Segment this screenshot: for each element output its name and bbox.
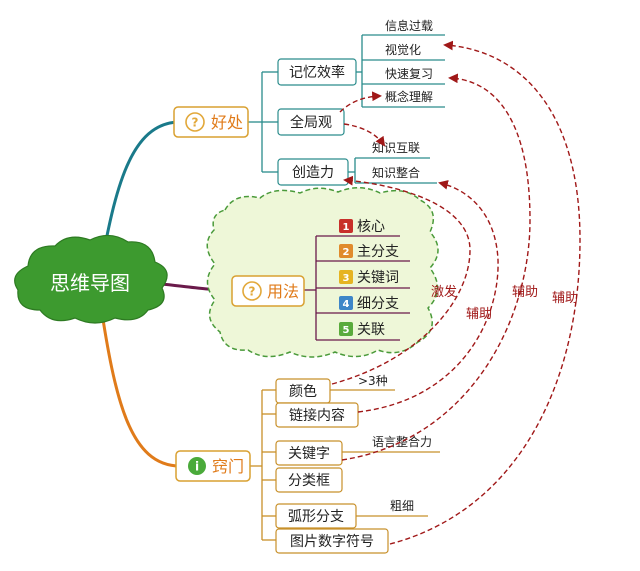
usage-cloud-frame [206,187,439,358]
root-cloud[interactable] [14,234,168,324]
tip-keyword[interactable] [275,440,343,466]
svg-text:4: 4 [343,299,350,310]
svg-text:关键字: 关键字 [288,446,330,462]
svg-text:链接内容: 链接内容 [289,407,345,424]
svg-text:核心: 核心 [357,219,385,235]
relation-label-assist-2: 辅助 [512,285,538,300]
node-creativity-label: 创造力 [292,165,334,181]
info-icon [188,457,206,475]
svg-text:5: 5 [343,325,350,336]
svg-text:弧形分支: 弧形分支 [288,509,344,525]
usage-step-3: 3 关键词 [339,270,399,286]
usage-step-2: 2 主分支 [339,244,399,260]
node-memory-efficiency[interactable] [277,58,357,86]
leaf-concept-understanding: 概念理解 [385,89,433,104]
node-benefits-label: 好处 [211,113,243,132]
node-overview[interactable] [277,108,345,136]
leaf-visualization: 视觉化 [385,42,421,57]
note-arc-branch: 粗细 [390,499,414,513]
relation-color-creativity-inspire [331,175,471,385]
node-overview-label: 全局观 [290,114,332,131]
relation-label-assist-3: 辅助 [552,291,578,306]
relation-label-inspire: 激发 [431,284,457,300]
tip-pictures-numbers-symbols[interactable] [275,528,389,554]
tip-link-content[interactable] [275,402,359,428]
relation-label-assist-1: 辅助 [466,307,492,322]
relation-keyword-review-assist [341,73,531,461]
svg-text:3: 3 [343,273,350,284]
svg-text:关键词: 关键词 [357,270,399,286]
question-icon [185,112,205,132]
number-badge-3 [339,270,353,284]
leaf-quick-review: 快速复习 [385,67,433,81]
relation-overview-concept [339,91,382,113]
root-label: 思维导图 [50,271,130,295]
usage-step-1: 1 核心 [339,219,385,235]
relation-arrows [331,40,581,545]
note-color: >3种 [358,374,388,388]
number-badge-5 [339,322,353,336]
svg-text:分类框: 分类框 [288,473,330,489]
svg-text:关联: 关联 [357,322,385,338]
relation-overview-knowledge [343,123,386,147]
usage-subtree [304,235,410,341]
tip-arc-branch[interactable] [275,503,357,529]
svg-text:?: ? [192,116,199,130]
svg-text:颜色: 颜色 [289,383,317,400]
leaf-knowledge-integration: 知识整合 [372,165,420,180]
relation-link-integration-assist [357,180,499,413]
question-icon [242,281,262,301]
svg-text:?: ? [249,285,256,299]
usage-step-5: 5 关联 [339,322,385,338]
usage-step-4: 4 细分支 [339,296,399,312]
number-badge-1 [339,219,353,233]
number-badge-2 [339,244,353,258]
svg-text:细分支: 细分支 [357,296,399,312]
svg-text:i: i [195,460,199,474]
number-badge-4 [339,296,353,310]
svg-text:2: 2 [343,247,350,258]
branch-tips-line [98,299,181,468]
node-tips-label: 窍门 [212,457,244,476]
leaf-info-overload: 信息过载 [385,18,433,33]
node-memory-efficiency-label: 记忆效率 [289,64,345,81]
svg-text:主分支: 主分支 [357,244,399,260]
svg-text:图片数字符号: 图片数字符号 [290,534,374,550]
node-usage-label: 用法 [267,282,299,301]
note-keyword: 语言整合力 [372,434,432,449]
tips-subtree [250,389,440,541]
relation-pictures-visual-assist [389,40,581,545]
benefits-subtree [248,34,445,184]
leaf-knowledge-link: 知识互联 [372,141,420,155]
tip-category-box[interactable] [275,467,343,493]
node-creativity[interactable] [277,158,349,186]
svg-text:1: 1 [343,222,350,233]
